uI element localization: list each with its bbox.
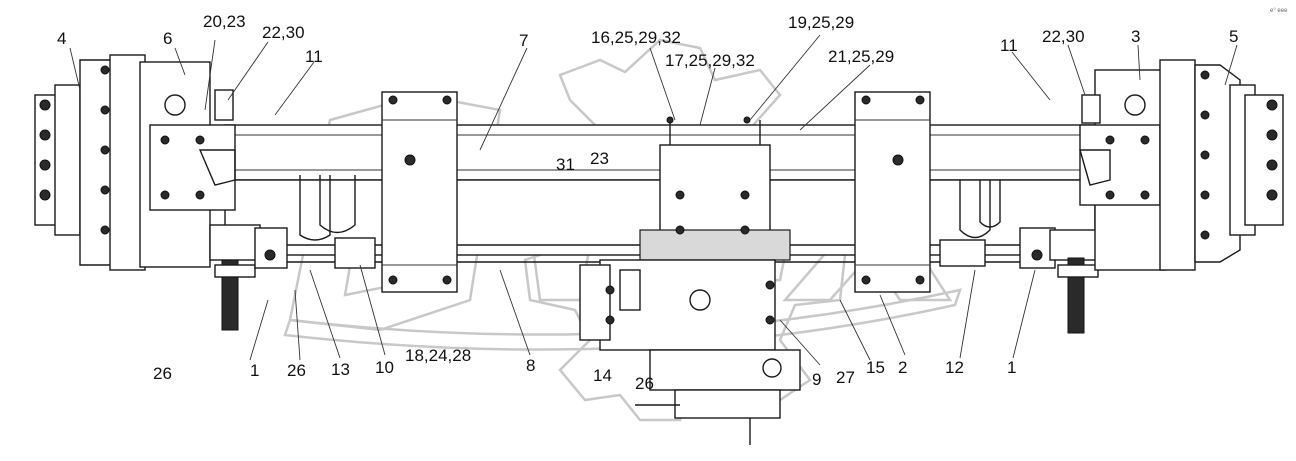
left-coupling <box>334 237 376 269</box>
callout-17-25-29-32: 17,25,29,32 <box>665 51 755 70</box>
callout-7: 7 <box>519 31 528 50</box>
callout-2: 2 <box>898 358 907 377</box>
left-wheel-hub <box>34 54 236 271</box>
callout-3: 3 <box>1131 27 1140 46</box>
right-spring-pad <box>854 91 931 293</box>
callout-5: 5 <box>1229 27 1238 46</box>
callout-26-mid: 26 <box>287 361 306 380</box>
callout-12: 12 <box>945 358 964 377</box>
right-hub-flange <box>1244 94 1284 226</box>
callout-31: 31 <box>556 155 575 174</box>
gear-pack <box>639 229 791 261</box>
callout-23: 23 <box>590 149 609 168</box>
callout-22-30-left: 22,30 <box>262 23 305 42</box>
corner-mark: e° eee <box>1270 8 1288 14</box>
watermark-swoosh <box>283 288 962 351</box>
callout-21-25-29: 21,25,29 <box>828 47 894 66</box>
callout-6: 6 <box>163 29 172 48</box>
right-wheel-hub <box>1079 59 1284 271</box>
callout-26-left: 26 <box>153 364 172 383</box>
callout-22-30-right: 22,30 <box>1042 27 1085 46</box>
left-spring-ubolt <box>299 175 376 269</box>
callout-8: 8 <box>526 356 535 375</box>
callout-26-bottom: 26 <box>635 374 654 393</box>
left-spring-pad <box>381 91 458 293</box>
callout-4: 4 <box>57 29 66 48</box>
callout-1-left: 1 <box>250 361 259 380</box>
callout-13: 13 <box>331 360 350 379</box>
callout-labels: 4 6 20,23 22,30 11 7 16,25,29,32 17,25,2… <box>57 12 1238 393</box>
callout-18-24-28: 18,24,28 <box>405 346 471 365</box>
callout-1-right: 1 <box>1007 358 1016 377</box>
right-spring-ubolt <box>939 180 1001 267</box>
callout-11-left: 11 <box>305 47 323 66</box>
callout-9: 9 <box>812 370 821 389</box>
right-brake-chamber <box>1019 227 1101 334</box>
central-differential <box>579 116 801 445</box>
callout-10: 10 <box>375 358 394 377</box>
callout-27: 27 <box>836 368 855 387</box>
callout-20-23: 20,23 <box>203 12 246 31</box>
callout-14: 14 <box>593 366 612 385</box>
callout-19-25-29: 19,25,29 <box>788 13 854 32</box>
callout-11-right: 11 <box>1000 36 1018 55</box>
left-brake-chamber <box>209 224 288 331</box>
callout-16-25-29-32: 16,25,29,32 <box>591 28 681 47</box>
right-coupling <box>939 239 986 267</box>
leader-lines <box>69 34 1238 366</box>
left-actuator <box>254 227 288 269</box>
callout-15: 15 <box>866 358 885 377</box>
